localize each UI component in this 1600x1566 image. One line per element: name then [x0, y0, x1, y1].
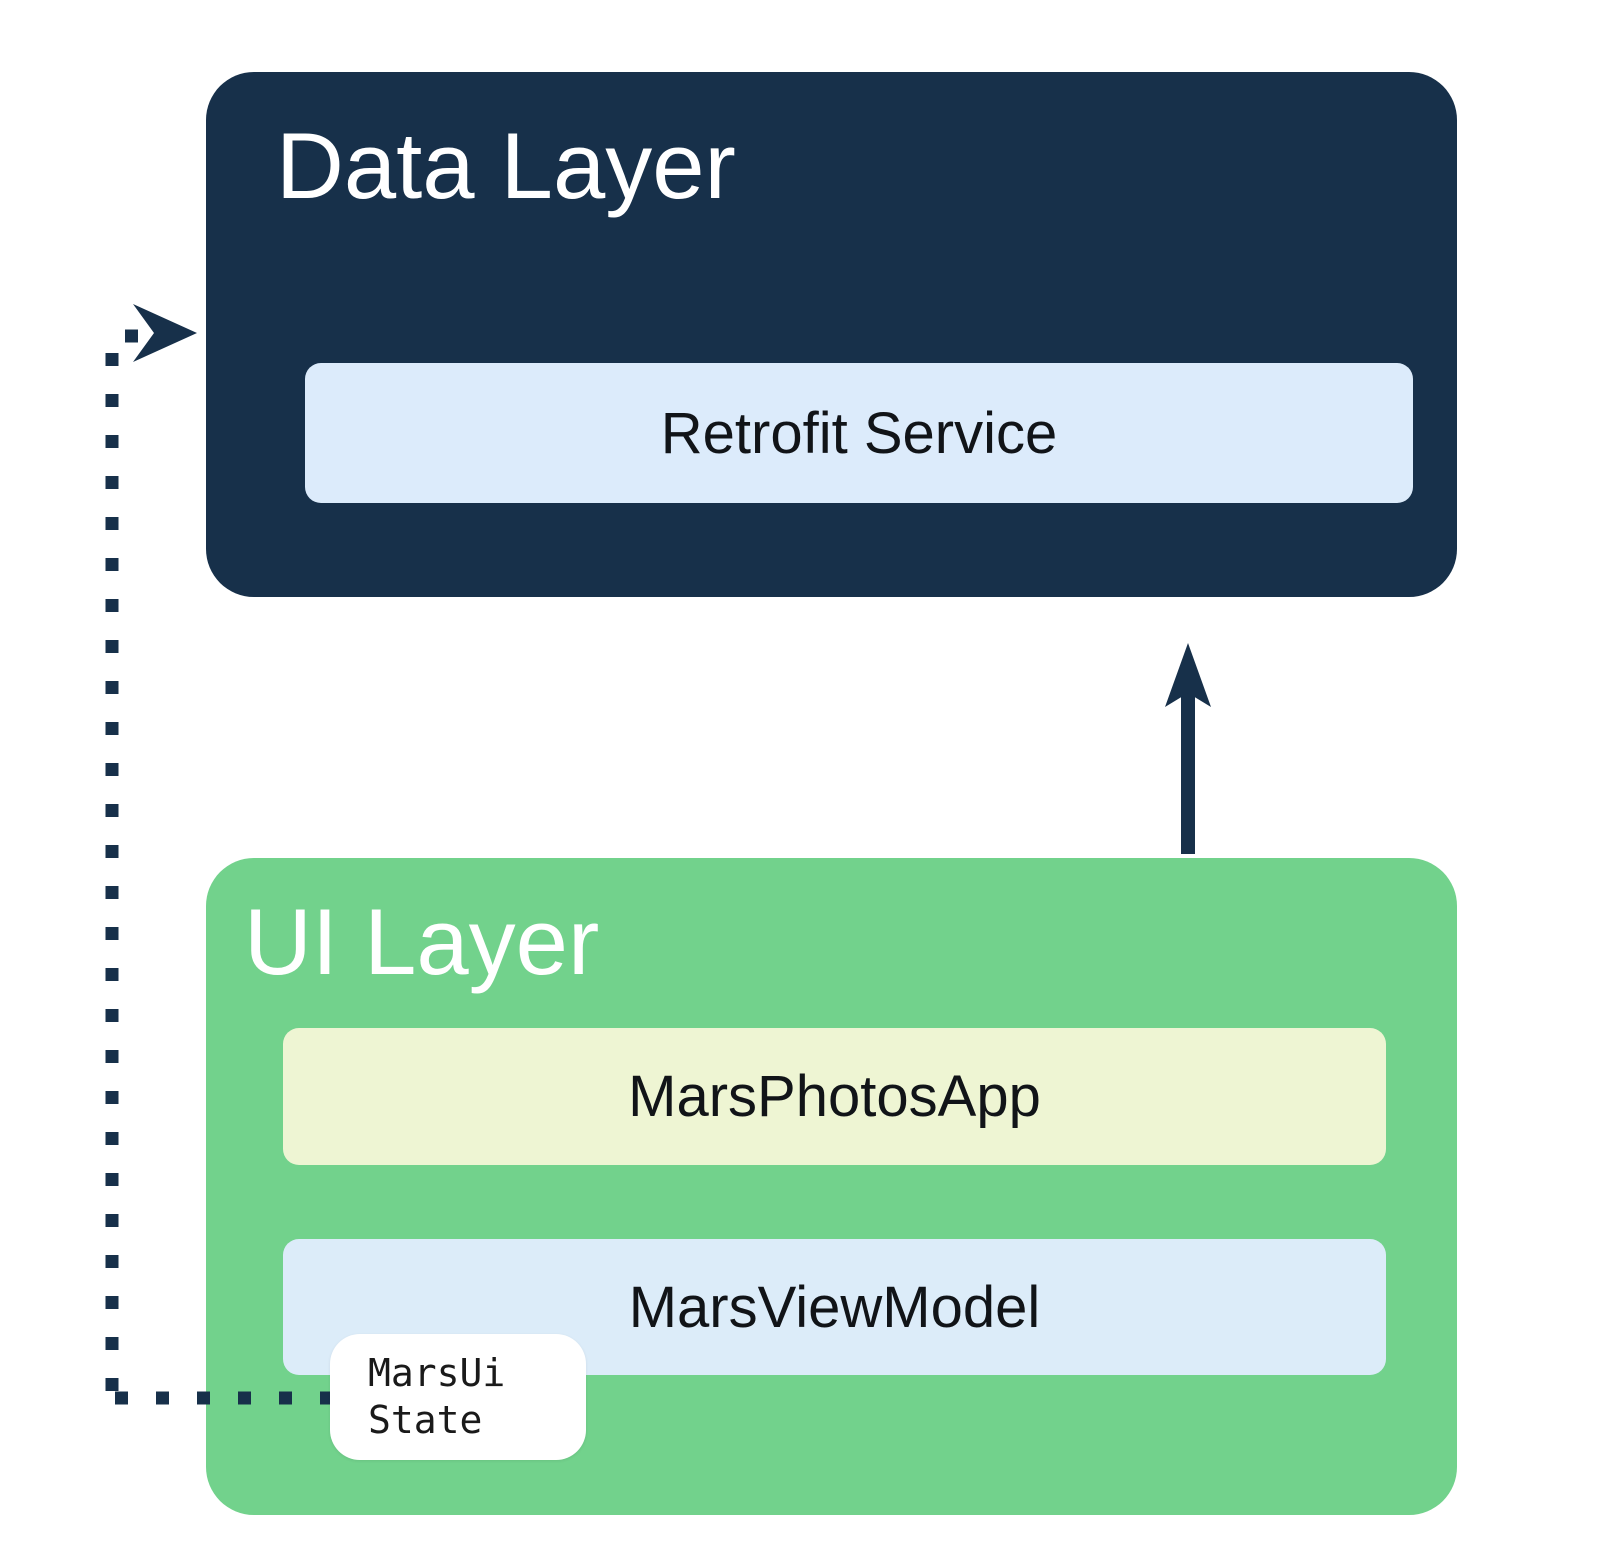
mars-ui-state-label-line2: State: [368, 1398, 483, 1442]
retrofit-service-label: Retrofit Service: [660, 400, 1058, 466]
solid-up-arrow-icon: [1165, 643, 1211, 854]
mars-ui-state-box: MarsUi State: [330, 1334, 586, 1460]
data-layer-title: Data Layer: [276, 113, 736, 218]
mars-ui-state-label-line1: MarsUi: [368, 1351, 506, 1395]
mars-view-model-label: MarsViewModel: [628, 1274, 1041, 1340]
mars-photos-app-label: MarsPhotosApp: [628, 1064, 1041, 1129]
mars-photos-app-box: MarsPhotosApp: [283, 1028, 1386, 1165]
retrofit-service-box: Retrofit Service: [305, 363, 1413, 503]
ui-layer-title: UI Layer: [244, 889, 600, 994]
data-layer-box: Data Layer Retrofit Service: [206, 72, 1457, 597]
